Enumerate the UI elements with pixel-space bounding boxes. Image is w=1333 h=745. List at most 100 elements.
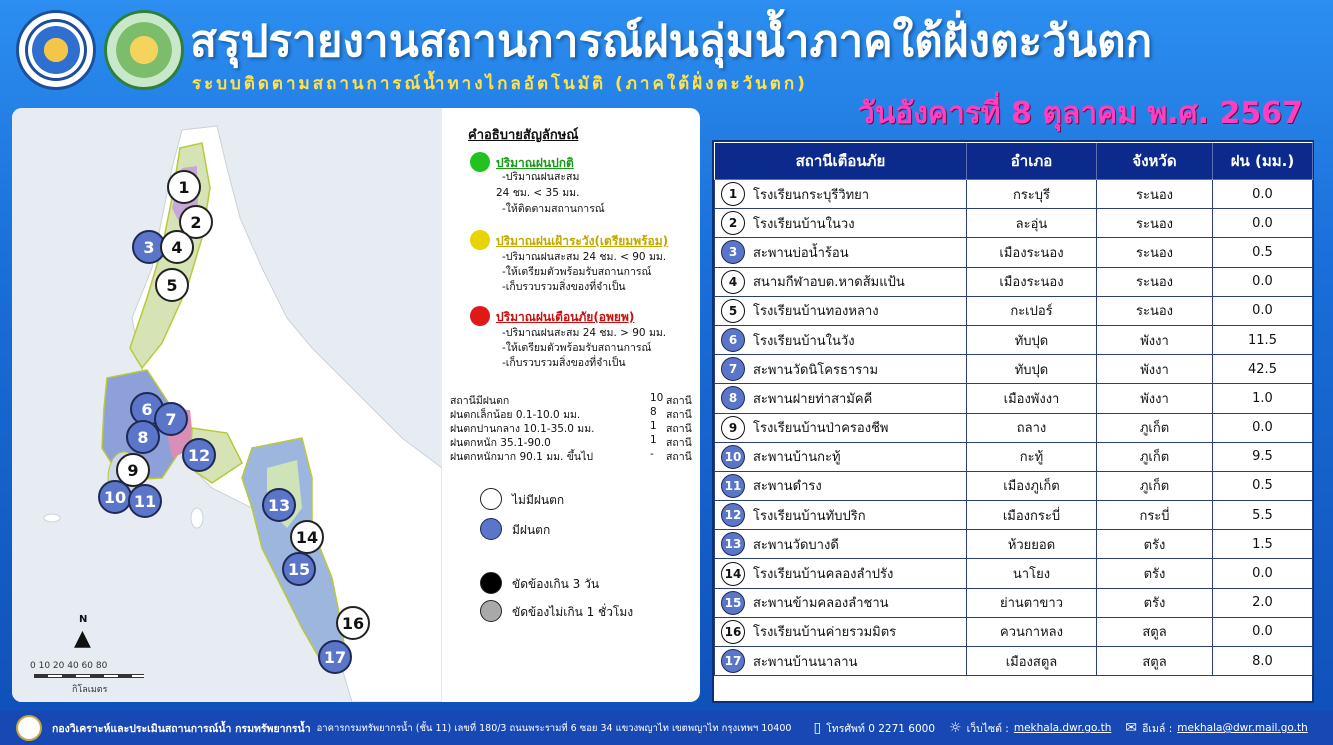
header-district: อำเภอ <box>966 142 1097 180</box>
rain-label: มีฝนตก <box>512 523 551 537</box>
map-marker-7[interactable]: 7 <box>154 402 188 436</box>
page-title: สรุปรายงานสถานการณ์ฝนลุ่มน้ำภาคใต้ฝั่งตะ… <box>190 16 1153 67</box>
station-name: สนามกีฬาอบต.หาดส้มแป้น <box>753 275 905 291</box>
station-name: สะพานข้ามคลองลำชาน <box>753 596 889 612</box>
rain-value-cell: 0.0 <box>1212 178 1313 210</box>
station-cell: 5 โรงเรียนบ้านทองหลาง <box>714 295 967 326</box>
legend-watch-line: -เก็บรวบรวมสิ่งของที่จำเป็น <box>502 281 626 293</box>
province-cell: ระนอง <box>1096 208 1213 239</box>
dwr-footer-logo <box>16 715 42 741</box>
email-link[interactable]: mekhala@dwr.mail.go.th <box>1177 722 1308 734</box>
phone-label: โทรศัพท์ 0 2271 6000 <box>826 722 936 735</box>
station-name: สะพานฝายท่าสามัคคี <box>753 391 873 407</box>
legend-watch-line: -ปริมาณฝนสะสม 24 ชม. < 90 มม. <box>502 251 667 263</box>
rain-value-cell: 11.5 <box>1212 324 1313 356</box>
rain-value-cell: 0.0 <box>1212 266 1313 297</box>
count-value: 8 <box>650 406 657 418</box>
station-number-badge: 17 <box>721 649 745 674</box>
rain-map: 1 2 3 4 5 6 7 8 9 10 11 12 13 14 15 16 1… <box>12 108 442 702</box>
province-cell: ตรัง <box>1096 558 1213 589</box>
header-station: สถานีเตือนภัย <box>714 142 967 180</box>
legend-normal-line: 24 ชม. < 35 มม. <box>496 187 580 199</box>
footer: กองวิเคราะห์และประเมินสถานการณ์น้ำ กรมทร… <box>0 711 1333 745</box>
legend-alert-heading: ปริมาณฝนเตือนภัย(อพยพ) <box>496 310 635 324</box>
station-name: โรงเรียนกระบุรีวิทยา <box>753 187 870 203</box>
province-cell: พังงา <box>1096 324 1213 356</box>
map-marker-13[interactable]: 13 <box>262 488 296 522</box>
count-row: ฝนตกปานกลาง 10.1-35.0 มม. <box>450 423 595 435</box>
province-cell: ระนอง <box>1096 237 1213 268</box>
map-marker-10[interactable]: 10 <box>98 480 132 514</box>
province-cell: ภูเก็ต <box>1096 441 1213 472</box>
footer-web[interactable]: ☼ เว็บไซต์ : mekhala.dwr.go.th <box>949 720 1111 737</box>
legend-alert-line: -ให้เตรียมตัวพร้อมรับสถานการณ์ <box>502 342 652 354</box>
district-cell: กะทู้ <box>966 441 1097 472</box>
table-header-row: สถานีเตือนภัย อำเภอ จังหวัด ฝน (มม.) <box>714 142 1313 180</box>
station-number-badge: 6 <box>721 328 745 353</box>
rain-value-cell: 0.0 <box>1212 208 1313 239</box>
rain-value-cell: 1.0 <box>1212 383 1313 414</box>
station-number-badge: 8 <box>721 386 745 411</box>
rain-value-cell: 0.5 <box>1212 237 1313 268</box>
map-marker-11[interactable]: 11 <box>128 484 162 518</box>
rain-value-cell: 2.0 <box>1212 587 1313 618</box>
station-number-badge: 5 <box>721 298 745 323</box>
map-marker-15[interactable]: 15 <box>282 552 316 586</box>
rain-value-cell: 0.5 <box>1212 470 1313 502</box>
footer-email[interactable]: ✉ อีเมล์ : mekhala@dwr.mail.go.th <box>1125 720 1307 737</box>
web-link[interactable]: mekhala.dwr.go.th <box>1013 722 1112 734</box>
district-cell: ควนกาหลง <box>966 616 1097 648</box>
web-label: เว็บไซต์ : <box>966 722 1009 735</box>
map-marker-14[interactable]: 14 <box>290 520 324 554</box>
map-marker-8[interactable]: 8 <box>126 420 160 454</box>
rain-value-cell: 0.0 <box>1212 616 1313 648</box>
footer-address: อาคารกรมทรัพยากรน้ำ (ชั้น 11) เลขที่ 180… <box>316 722 792 734</box>
map-marker-16[interactable]: 16 <box>336 606 370 640</box>
map-marker-9[interactable]: 9 <box>116 453 150 487</box>
map-marker-5[interactable]: 5 <box>155 268 189 302</box>
map-marker-12[interactable]: 12 <box>182 438 216 472</box>
district-cell: ย่านตาขาว <box>966 587 1097 618</box>
offline-3days-icon <box>480 572 502 594</box>
station-name: สะพานดำรง <box>753 479 822 495</box>
map-marker-1[interactable]: 1 <box>167 170 201 204</box>
district-cell: ห้วยยอด <box>966 529 1097 560</box>
watch-dot-icon <box>470 230 490 250</box>
district-cell: เมืองระนอง <box>966 237 1097 268</box>
station-number-badge: 14 <box>721 561 745 586</box>
district-cell: เมืองภูเก็ต <box>966 470 1097 502</box>
map-marker-17[interactable]: 17 <box>318 640 352 674</box>
station-name: โรงเรียนบ้านทองหลาง <box>753 304 879 320</box>
alert-dot-icon <box>470 306 490 326</box>
count-row: สถานีมีฝนตก <box>450 395 510 407</box>
count-value: 1 <box>650 434 657 446</box>
province-cell: ตรัง <box>1096 587 1213 618</box>
station-name: สะพานวัดบางดี <box>753 537 839 553</box>
station-number-badge: 11 <box>721 473 745 498</box>
district-cell: ละอุ่น <box>966 208 1097 239</box>
count-value: - <box>650 448 654 460</box>
map-marker-4[interactable]: 4 <box>160 230 194 264</box>
header-rain: ฝน (มม.) <box>1212 142 1313 180</box>
